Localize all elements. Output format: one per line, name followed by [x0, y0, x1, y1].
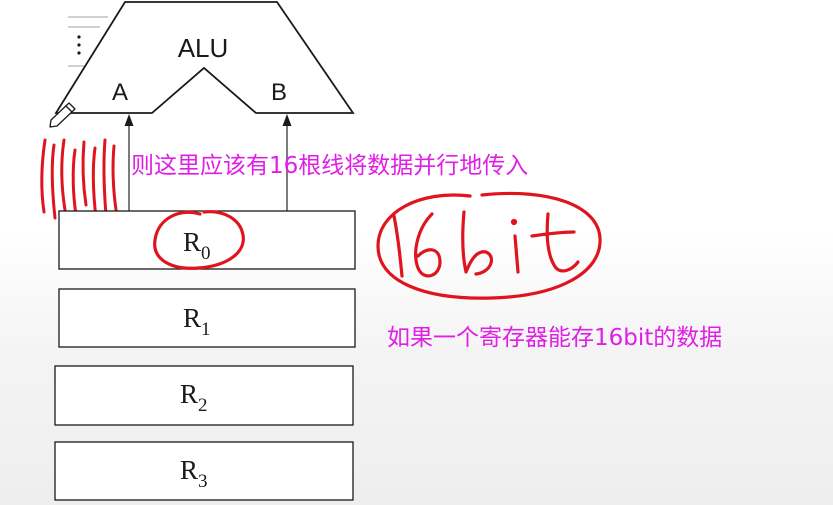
handwritten-lines-marks — [40, 138, 118, 220]
register-note: 如果一个寄存器能存16bit的数据 — [387, 325, 722, 351]
pen-cursor-icon — [49, 102, 76, 128]
register-letter: R — [180, 455, 198, 485]
register-label: R3 — [180, 455, 208, 492]
register-label: R1 — [183, 303, 211, 340]
register-box — [58, 210, 356, 270]
handwritten-16bit — [376, 191, 602, 300]
register-letter: R — [180, 379, 198, 409]
register-subscript: 3 — [198, 471, 208, 492]
register-box — [54, 365, 354, 426]
parallel-note: 则这里应该有16根线将数据并行地传入 — [131, 153, 528, 179]
register-r3: R3 — [54, 441, 354, 501]
arrowhead-b — [282, 114, 292, 126]
register-label: R2 — [180, 379, 208, 416]
alu-input-b-label: B — [271, 79, 287, 106]
register-label: R0 — [183, 227, 211, 264]
register-r2: R2 — [54, 365, 354, 426]
register-subscript: 0 — [201, 243, 211, 264]
register-letter: R — [183, 303, 201, 333]
alu-shape — [54, 1, 355, 114]
register-box — [54, 441, 354, 501]
handwritten-circle-r0 — [153, 210, 245, 270]
alu-input-a-label: A — [112, 79, 128, 106]
arrowhead-a — [124, 114, 134, 126]
alu-label: ALU — [178, 33, 229, 63]
data-arrows — [124, 114, 292, 211]
register-box — [58, 288, 356, 348]
register-subscript: 1 — [201, 319, 211, 340]
register-letter: R — [183, 227, 201, 257]
register-r0: R0 — [58, 210, 356, 270]
register-subscript: 2 — [198, 395, 208, 416]
vertical-ellipsis-icon — [77, 35, 81, 55]
register-r1: R1 — [58, 288, 356, 348]
